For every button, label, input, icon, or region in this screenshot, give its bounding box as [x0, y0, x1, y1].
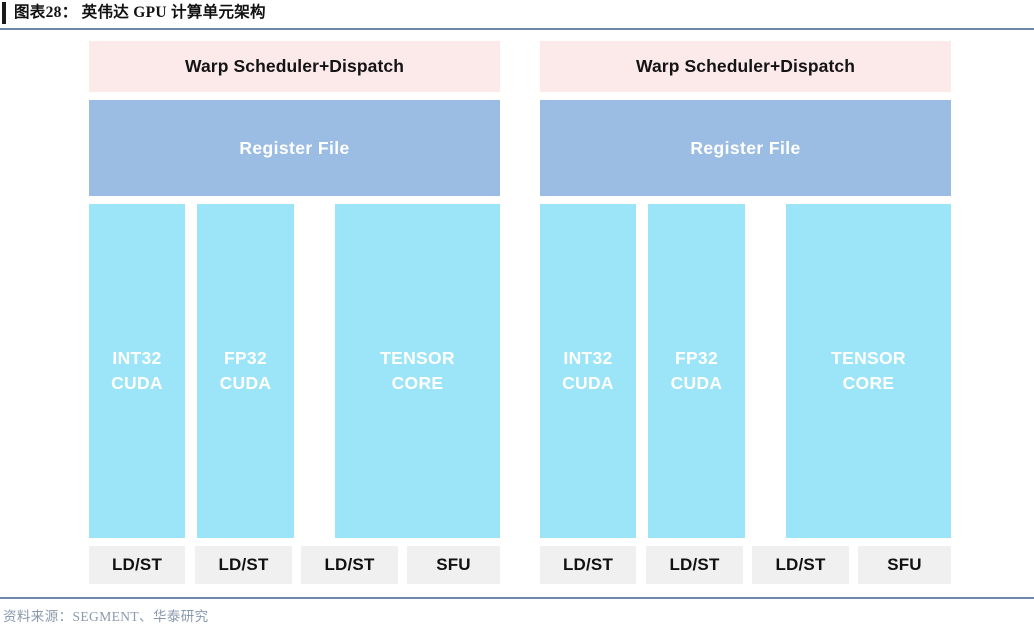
unit-box-ldst-3-left: LD/ST	[301, 546, 398, 584]
unit-label: LD/ST	[562, 555, 614, 574]
gpu-architecture-diagram: Warp Scheduler+Dispatch Register File IN…	[0, 33, 1034, 595]
register-file-label: Register File	[239, 137, 350, 158]
source-note: 资料来源：SEGMENT、华泰研究	[3, 609, 209, 624]
core-label-line2: CUDA	[219, 373, 272, 393]
unit-label: LD/ST	[669, 555, 720, 574]
core-label-line2: CUDA	[111, 373, 163, 393]
core-label-line1: FP32	[223, 348, 267, 368]
unit-label: LD/ST	[218, 555, 269, 574]
core-label-int32-cuda: INT32 CUDA	[111, 346, 163, 396]
warp-scheduler-label: Warp Scheduler+Dispatch	[185, 56, 404, 76]
core-label-tensor-core: TENSOR CORE	[831, 346, 906, 396]
register-file-box-left: Register File	[89, 100, 500, 196]
partition-right: Warp Scheduler+Dispatch Register File IN…	[540, 41, 951, 592]
core-column-int32-cuda-left: INT32 CUDA	[89, 204, 185, 538]
core-label-fp32-cuda: FP32 CUDA	[220, 346, 272, 396]
core-column-tensor-core-left: TENSOR CORE	[335, 204, 500, 538]
unit-label: SFU	[436, 555, 471, 574]
title-divider	[0, 28, 1034, 30]
unit-box-ldst-3-right: LD/ST	[752, 546, 849, 584]
warp-scheduler-box-left: Warp Scheduler+Dispatch	[89, 41, 500, 92]
core-label-tensor-core: TENSOR CORE	[380, 346, 455, 396]
unit-box-sfu-left: SFU	[407, 546, 500, 584]
warp-scheduler-label: Warp Scheduler+Dispatch	[636, 56, 855, 76]
core-label-int32-cuda: INT32 CUDA	[562, 346, 614, 396]
unit-box-ldst-2-left: LD/ST	[195, 546, 292, 584]
core-label-line1: TENSOR	[380, 348, 455, 368]
title-accent-bar	[2, 2, 6, 24]
unit-box-ldst-1-left: LD/ST	[89, 546, 185, 584]
unit-label: SFU	[887, 555, 922, 574]
page-title: 图表28： 英伟达 GPU 计算单元架构	[14, 4, 266, 21]
core-label-line2: CORE	[842, 373, 895, 393]
core-label-line1: FP32	[674, 348, 718, 368]
unit-label: LD/ST	[775, 555, 826, 574]
partition-left: Warp Scheduler+Dispatch Register File IN…	[89, 41, 500, 592]
core-label-line1: INT32	[563, 348, 613, 368]
core-label-line1: INT32	[112, 348, 162, 368]
unit-box-ldst-2-right: LD/ST	[646, 546, 743, 584]
core-label-line1: TENSOR	[831, 348, 906, 368]
core-label-line2: CUDA	[562, 373, 614, 393]
unit-label: LD/ST	[111, 555, 163, 574]
core-label-line2: CUDA	[670, 373, 723, 393]
unit-box-sfu-right: SFU	[858, 546, 951, 584]
register-file-label: Register File	[690, 137, 801, 158]
footer-divider	[0, 597, 1034, 599]
core-label-line2: CORE	[391, 373, 444, 393]
core-column-int32-cuda-right: INT32 CUDA	[540, 204, 636, 538]
core-column-fp32-cuda-right: FP32 CUDA	[648, 204, 745, 538]
figure-title-bar: 图表28： 英伟达 GPU 计算单元架构	[0, 0, 1034, 30]
unit-box-ldst-1-right: LD/ST	[540, 546, 636, 584]
core-column-fp32-cuda-left: FP32 CUDA	[197, 204, 294, 538]
register-file-box-right: Register File	[540, 100, 951, 196]
core-column-tensor-core-right: TENSOR CORE	[786, 204, 951, 538]
unit-label: LD/ST	[324, 555, 375, 574]
core-label-fp32-cuda: FP32 CUDA	[671, 346, 723, 396]
warp-scheduler-box-right: Warp Scheduler+Dispatch	[540, 41, 951, 92]
